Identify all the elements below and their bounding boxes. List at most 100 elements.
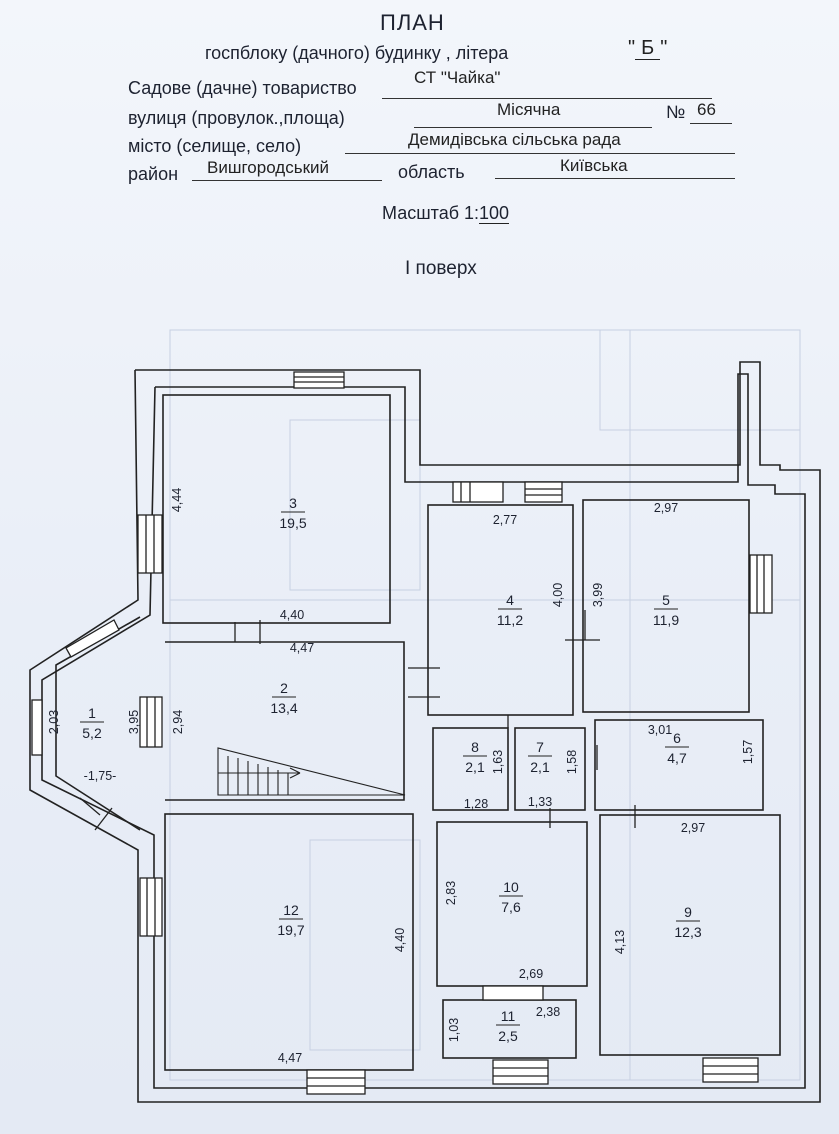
- room-8-outline: [432, 727, 509, 811]
- dimension-r3-height: 4,44: [170, 488, 184, 512]
- room-4-outline: [427, 504, 574, 716]
- room-8-number: 8: [471, 739, 479, 755]
- room-7-number: 7: [536, 739, 544, 755]
- window-bottom-room12: [306, 1069, 366, 1095]
- litera-letter: Б: [635, 37, 661, 60]
- city-underline: [345, 153, 735, 154]
- dimension-r12-height: 4,40: [393, 928, 407, 952]
- dimension-r7-height: 1,58: [565, 750, 579, 774]
- room-3-number: 3: [289, 495, 297, 511]
- room-2-outline: [165, 641, 405, 801]
- scale-value: 100: [479, 203, 510, 224]
- room-12-number: 12: [283, 902, 299, 918]
- street-label: вулиця (провулок.,площа): [128, 108, 345, 128]
- room-6-area: 4,7: [667, 750, 687, 766]
- window-bottom-room11: [492, 1059, 549, 1085]
- street-value: Місячна: [497, 100, 561, 119]
- dimension-r8-height: 1,63: [491, 750, 505, 774]
- background-show-through: [169, 329, 801, 1081]
- dimension-r10-width: 2,69: [519, 967, 543, 981]
- dimension-r5-width: 2,97: [654, 501, 678, 515]
- dimension-r6-height: 1,57: [741, 740, 755, 764]
- number-value: 66: [697, 100, 716, 119]
- dimension-r11-height: 1,03: [447, 1018, 461, 1042]
- outer-wall-outer: [29, 361, 821, 1103]
- window-left-room12: [139, 877, 163, 937]
- window-top-room4: [452, 481, 504, 503]
- floor-label: I поверх: [405, 258, 477, 279]
- room-2-area: 13,4: [270, 700, 297, 716]
- room-11-number: 11: [501, 1008, 516, 1024]
- dimension-r8-width: 1,28: [464, 797, 488, 811]
- room-6-outline: [594, 719, 764, 811]
- society-underline: [382, 98, 712, 99]
- window-room1-diagonal: [65, 619, 120, 658]
- room-8-area: 2,1: [465, 759, 485, 775]
- dimension-r10-height: 2,83: [444, 881, 458, 905]
- dimension-r2-height: 2,94: [171, 710, 185, 734]
- door-marks: [79, 610, 636, 831]
- room-6-number: 6: [673, 730, 681, 746]
- street-underline: [414, 127, 652, 128]
- district-underline: [192, 180, 382, 181]
- window-room10-room11: [482, 985, 544, 1001]
- window-top-room3: [293, 371, 345, 389]
- room-10-number: 10: [503, 879, 519, 895]
- room-4-area: 11,2: [497, 612, 523, 628]
- window-bottom-room9: [702, 1057, 759, 1083]
- room-12-outline: [164, 813, 414, 1071]
- dimension-r4-height: 4,00: [551, 583, 565, 607]
- room-9-number: 9: [684, 904, 692, 920]
- scale-prefix: Масштаб 1:: [382, 203, 480, 223]
- dimension-r4-width: 2,77: [493, 513, 517, 527]
- room-11-area: 2,5: [498, 1028, 518, 1044]
- window-room1-side: [31, 699, 43, 756]
- room-1-area: 5,2: [82, 725, 102, 741]
- window-top-room5: [524, 481, 563, 503]
- plan-title: ПЛАН: [380, 10, 445, 35]
- district-value: Вишгородський: [207, 158, 329, 177]
- dimension-r2-width: 4,47: [290, 641, 314, 655]
- room-2-number: 2: [280, 680, 288, 696]
- dimension-r1-side: 3,95: [127, 710, 141, 734]
- window-left-room2: [139, 696, 163, 748]
- dimension-r1-width: -1,75-: [84, 769, 117, 783]
- room-4-number: 4: [506, 592, 514, 608]
- dimension-r1-height: 2,03: [47, 710, 61, 734]
- room-9-area: 12,3: [674, 924, 701, 940]
- dimension-r5-height: 3,99: [591, 583, 605, 607]
- dimension-r6-width: 3,01: [648, 723, 672, 737]
- room-5-number: 5: [662, 592, 670, 608]
- room-1-number: 1: [88, 705, 96, 721]
- room-5-area: 11,9: [653, 612, 679, 628]
- society-label: Садове (дачне) товариство: [128, 78, 357, 98]
- room-3-outline: [162, 394, 391, 624]
- scale-label: Масштаб 1:100: [382, 203, 510, 224]
- room-3-area: 19,5: [279, 515, 306, 531]
- window-right-room5: [749, 554, 773, 614]
- number-underline: [690, 123, 732, 124]
- district-label: район: [128, 164, 179, 184]
- society-value: СТ "Чайка": [414, 68, 501, 87]
- city-label: місто (селище, село): [128, 136, 302, 156]
- windows: [31, 371, 773, 1095]
- subtitle-prefix: госпблоку (дачного) будинку , літера: [205, 43, 509, 63]
- dimension-r3-width: 4,40: [280, 608, 304, 622]
- region-label: область: [398, 162, 465, 182]
- staircase: [217, 747, 406, 796]
- room-7-area: 2,1: [530, 759, 550, 775]
- number-label: №: [666, 102, 686, 122]
- city-value: Демидівська сільська рада: [408, 130, 621, 149]
- room-12-area: 19,7: [277, 922, 304, 938]
- region-value: Київська: [560, 156, 628, 175]
- room-10-area: 7,6: [501, 899, 521, 915]
- window-left-room3: [137, 514, 163, 574]
- dimension-r9-width: 2,97: [681, 821, 705, 835]
- region-underline: [495, 178, 735, 179]
- room-5-outline: [582, 499, 750, 713]
- dimension-r12-width: 4,47: [278, 1051, 302, 1065]
- room-9-outline: [599, 814, 781, 1056]
- dimension-r9-height: 4,13: [613, 930, 627, 954]
